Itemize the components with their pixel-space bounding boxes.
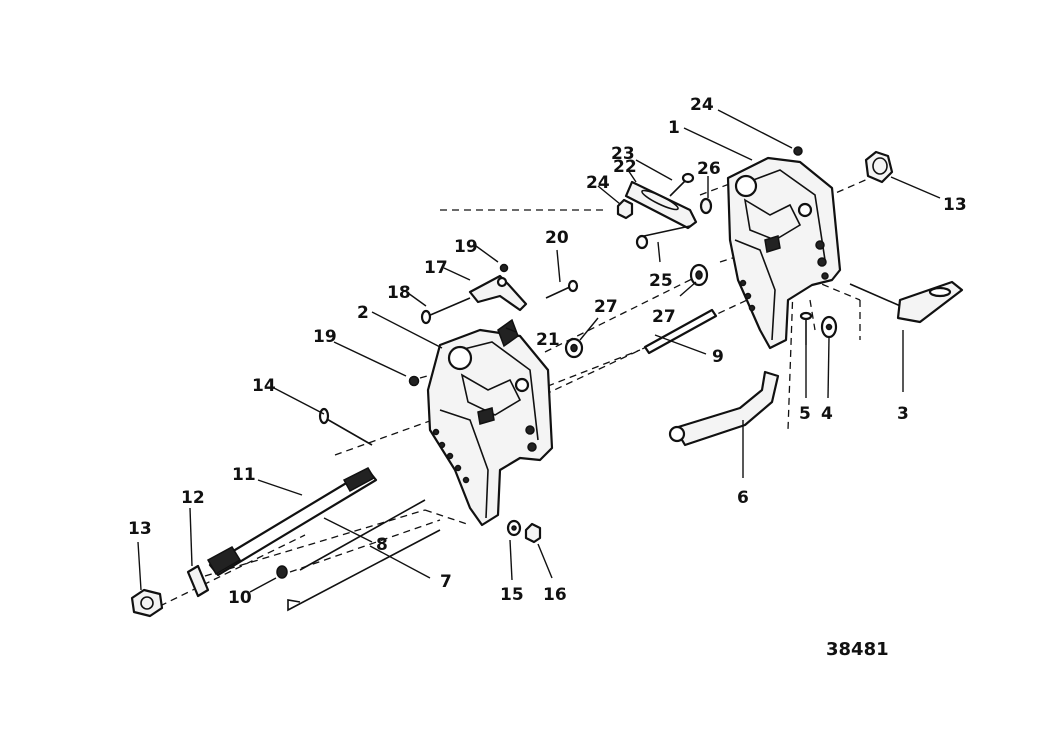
callout-23: 23 [611, 144, 635, 164]
callout-11: 11 [232, 465, 256, 485]
callout-26: 26 [697, 159, 721, 179]
clamp-bracket-left [426, 328, 554, 527]
nut-13-left [130, 588, 164, 618]
tilt-pin [287, 529, 441, 612]
callouts: 1 2 3 4 5 6 7 8 9 10 11 12 13 13 14 15 1… [128, 95, 967, 608]
bolt-23 [669, 172, 695, 197]
callout-7: 7 [440, 572, 452, 592]
screw-20 [545, 279, 579, 299]
callout-6: 6 [737, 488, 749, 508]
screw-18 [420, 297, 471, 325]
callout-19-bottom: 19 [313, 327, 337, 347]
nut-13-right [864, 150, 894, 184]
callout-13-right: 13 [943, 195, 967, 215]
bushing-10 [276, 565, 288, 579]
nut-19-bottom [408, 375, 420, 387]
callout-16: 16 [543, 585, 567, 605]
callout-2: 2 [357, 303, 369, 323]
callout-14: 14 [252, 376, 276, 396]
callout-13-left: 13 [128, 519, 152, 539]
callout-27-right: 27 [652, 307, 676, 327]
callout-10: 10 [228, 588, 252, 608]
callout-4: 4 [821, 404, 833, 424]
callout-24-right: 24 [690, 95, 714, 115]
nut-24-right [793, 146, 803, 156]
callout-18: 18 [387, 283, 411, 303]
clamp-screw-handle [849, 280, 964, 324]
spring-21 [497, 318, 519, 348]
callout-1: 1 [668, 118, 680, 138]
callout-25: 25 [649, 271, 673, 291]
leader-lines [137, 109, 941, 593]
rod-8 [299, 499, 426, 571]
callout-27-left: 27 [594, 297, 618, 317]
tube-9 [643, 308, 718, 355]
callout-15: 15 [500, 585, 524, 605]
nut-24-left [616, 198, 634, 220]
clamp-bracket-right [726, 156, 842, 350]
tilt-handle [668, 370, 780, 447]
bushing-26 [699, 197, 713, 215]
lever-17 [468, 274, 528, 312]
callout-9: 9 [712, 347, 724, 367]
callout-20: 20 [545, 228, 569, 248]
screw-5 [799, 311, 813, 345]
washer-27-right [689, 263, 709, 287]
callout-17: 17 [424, 258, 448, 278]
washer-4 [820, 315, 838, 339]
callout-19-top: 19 [454, 237, 478, 257]
figure-number: 38481 [826, 639, 889, 660]
bolt-25 [635, 225, 691, 250]
callout-5: 5 [799, 404, 811, 424]
callout-22: 22 [613, 157, 637, 177]
swivel-shaft [206, 467, 378, 577]
nut-16 [524, 522, 542, 544]
bolt-14 [318, 407, 373, 446]
washer-15 [506, 519, 522, 537]
washer-27-left [564, 337, 584, 359]
callout-21: 21 [536, 330, 560, 350]
callout-12: 12 [181, 488, 205, 508]
lock-washer-12 [186, 564, 210, 598]
callout-3: 3 [897, 404, 909, 424]
link-22 [624, 180, 698, 230]
callout-24-left: 24 [586, 173, 610, 193]
callout-8: 8 [376, 535, 388, 555]
nut-19-top [499, 263, 509, 273]
